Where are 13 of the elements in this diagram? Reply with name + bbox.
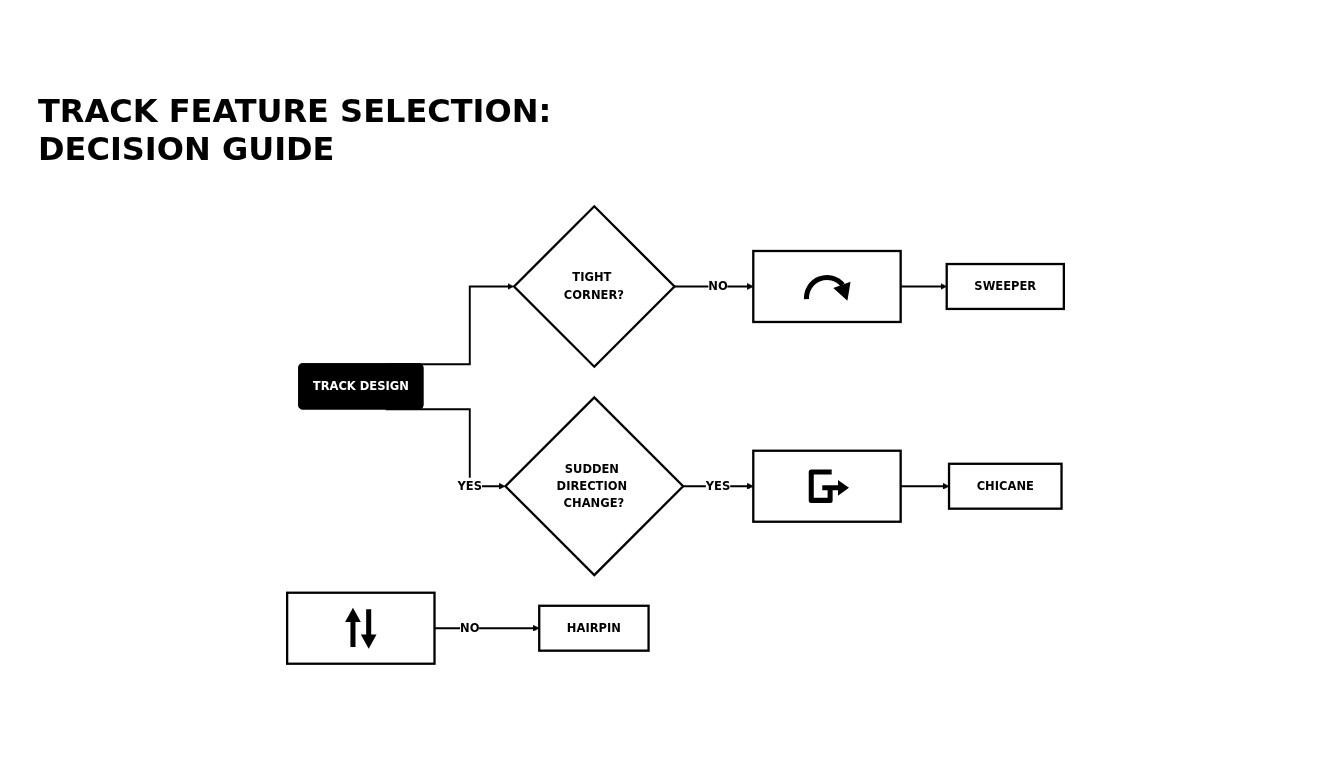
node-picture: [751, 449, 902, 523]
edge-label: NO: [459, 621, 479, 635]
node-picture: [751, 249, 902, 324]
node-diamond: TIGHT CORNER?: [511, 204, 676, 369]
diagram-title: TRACK FEATURE SELECTION: DECISION GUIDE: [38, 92, 553, 169]
edge-label: YES: [457, 479, 482, 493]
node-box: SWEEPER: [945, 262, 1065, 311]
edge-label: NO: [707, 279, 728, 294]
node-picture: [285, 591, 436, 665]
node-box: HAIRPIN: [537, 604, 650, 652]
node-box: CHICANE: [947, 462, 1063, 510]
node-diamond: SUDDEN DIRECTION CHANGE?: [503, 395, 685, 577]
edge-label: YES: [705, 479, 730, 493]
